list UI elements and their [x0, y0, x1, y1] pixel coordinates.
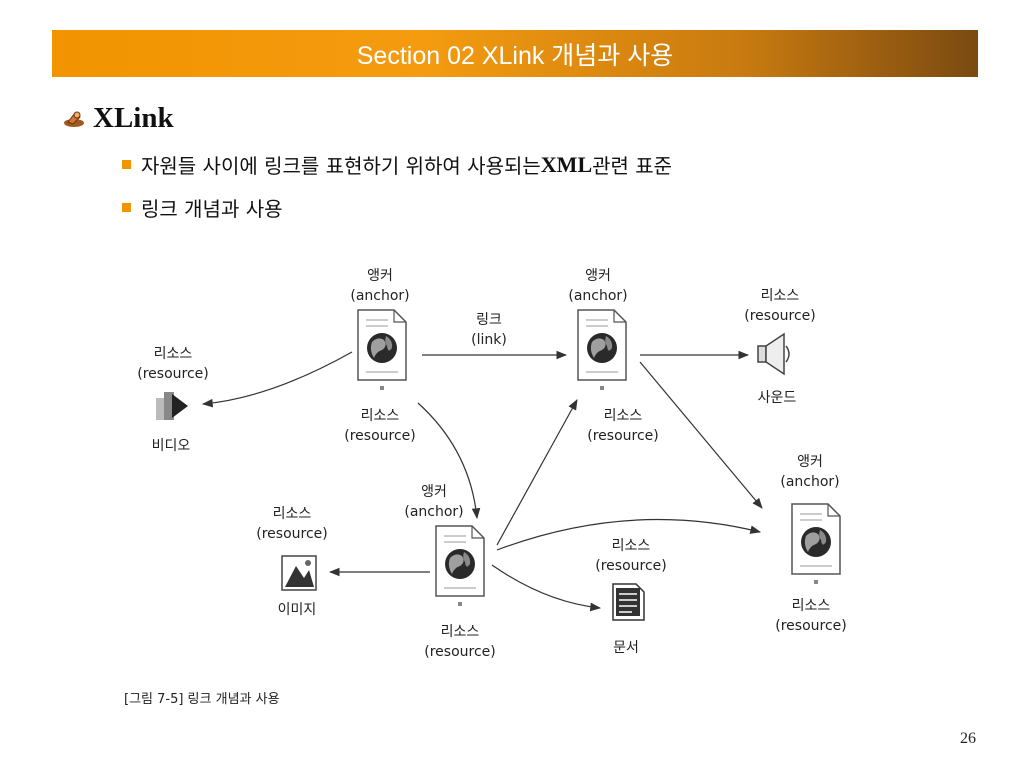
slide-title: Section 02 XLink 개념과 사용 — [356, 41, 674, 70]
arrow-to-video — [201, 351, 353, 408]
resource-image-ko: 리소스 — [273, 506, 312, 522]
link-label-en: (link) — [471, 332, 507, 348]
resource-label-2-en: (resource) — [587, 428, 658, 444]
resource-doc-ko: 리소스 — [612, 538, 651, 554]
arrow-up-to-middle — [496, 399, 578, 546]
resource-video-en: (resource) — [137, 366, 208, 382]
resource-sound-ko: 리소스 — [761, 288, 800, 304]
anchor-doc-icon-4 — [791, 503, 841, 585]
anchor-label-4-ko: 앵커 — [797, 454, 823, 470]
page-number: 26 — [960, 730, 976, 747]
bullet-2-text: 링크 개념과 사용 — [141, 197, 283, 221]
anchor-label-1-ko: 앵커 — [367, 268, 393, 284]
bullet-square — [122, 160, 131, 169]
resource-sound-en: (resource) — [744, 308, 815, 324]
document-label: 문서 — [613, 640, 639, 656]
slide-title-bar: Section 02 XLink 개념과 사용 — [52, 30, 978, 77]
resource-label-1-ko: 리소스 — [361, 408, 400, 424]
bullet-2: 링크 개념과 사용 — [122, 193, 283, 222]
arrow-to-document — [491, 564, 602, 612]
anchor-label-3-ko: 앵커 — [421, 484, 447, 500]
bullet-1-text: 자원들 사이에 링크를 표현하기 위하여 사용되는 — [141, 154, 541, 178]
video-label: 비디오 — [152, 438, 191, 454]
anchor-doc-icon-3 — [435, 525, 485, 607]
anchor-label-4-en: (anchor) — [780, 474, 839, 490]
bullet-1: 자원들 사이에 링크를 표현하기 위하여 사용되는 XML 관련 표준 — [122, 150, 672, 179]
image-label: 이미지 — [278, 602, 317, 618]
resource-label-4-en: (resource) — [775, 618, 846, 634]
anchor-label-2-en: (anchor) — [568, 288, 627, 304]
document-text-icon — [612, 583, 645, 621]
bullet-1-tail: 관련 표준 — [592, 154, 673, 178]
arrow-curve-to-right — [496, 518, 762, 551]
anchor-doc-icon-2 — [577, 309, 627, 391]
resource-label-1-en: (resource) — [344, 428, 415, 444]
figure-caption: [그림 7-5] 링크 개념과 사용 — [124, 692, 280, 707]
bullet-square — [122, 203, 131, 212]
heading-xlink: XLink — [62, 102, 174, 135]
bullet-pin-icon — [64, 111, 84, 127]
resource-doc-en: (resource) — [595, 558, 666, 574]
arrow-to-lower-anchor — [417, 402, 481, 520]
video-icon — [156, 392, 188, 420]
resource-label-3-ko: 리소스 — [441, 624, 480, 640]
anchor-doc-icon-1 — [357, 309, 407, 391]
anchor-label-2-ko: 앵커 — [585, 268, 611, 284]
resource-label-2-ko: 리소스 — [604, 408, 643, 424]
image-icon — [281, 555, 317, 591]
anchor-label-1-en: (anchor) — [350, 288, 409, 304]
speaker-icon — [757, 332, 790, 376]
anchor-label-3-en: (anchor) — [404, 504, 463, 520]
link-label-ko: 링크 — [476, 312, 502, 328]
resource-image-en: (resource) — [256, 526, 327, 542]
resource-video-ko: 리소스 — [154, 346, 193, 362]
arrow-to-right-anchor — [639, 361, 763, 509]
sound-label: 사운드 — [758, 390, 797, 406]
resource-label-3-en: (resource) — [424, 644, 495, 660]
bullet-1-xml: XML — [540, 151, 593, 177]
heading-text: XLink — [93, 102, 174, 134]
resource-label-4-ko: 리소스 — [792, 598, 831, 614]
